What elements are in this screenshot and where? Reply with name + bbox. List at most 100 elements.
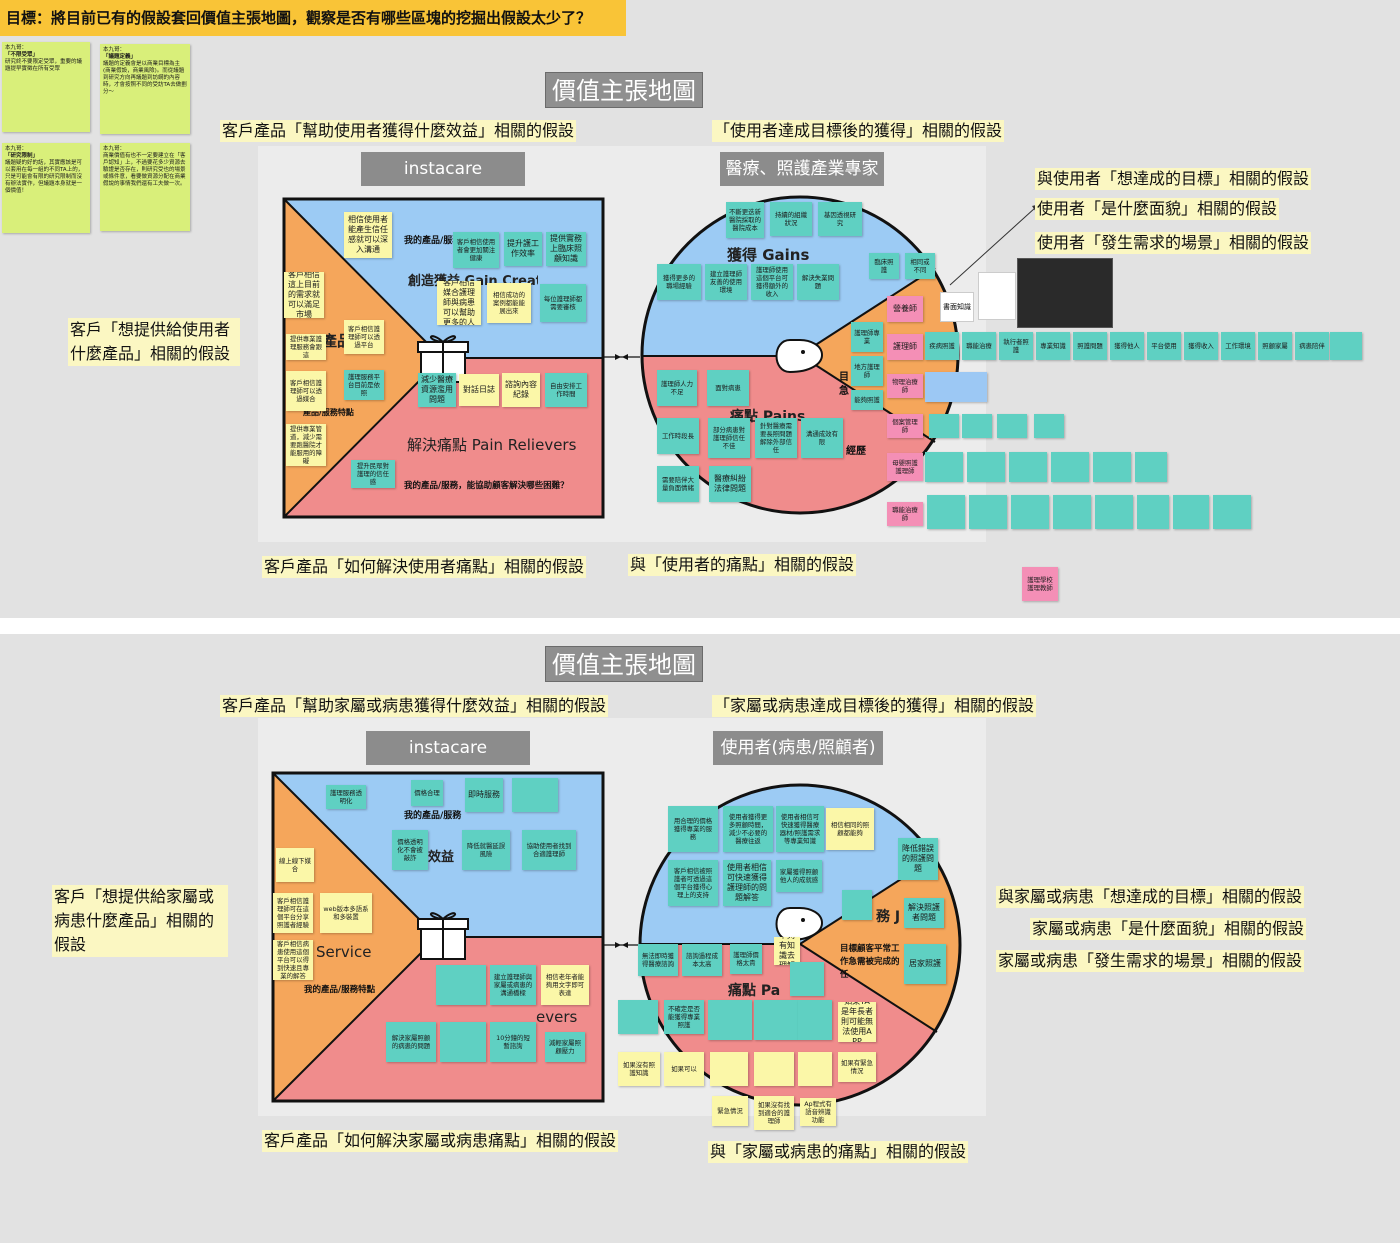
sticky-same-care[interactable]: 相信相同的照顧都能夠 bbox=[826, 808, 874, 850]
role-row-sticky[interactable] bbox=[929, 414, 959, 438]
sticky-professional-service[interactable]: 提供專業護理服務會跟這 bbox=[286, 334, 326, 360]
sticky-hospital-cost[interactable]: 不斷更迭新醫院採取的醫院成本 bbox=[726, 202, 764, 238]
role-row-sticky[interactable]: 病患陪伴 bbox=[1295, 332, 1329, 360]
sticky-home-care[interactable]: 居家照護 bbox=[904, 944, 946, 984]
sticky-sticky-sm[interactable] bbox=[512, 778, 558, 812]
role-row-sticky[interactable] bbox=[927, 495, 965, 529]
sticky-health-care[interactable]: 客戶相信使用者會更加關注健康 bbox=[453, 232, 499, 268]
note-issue-definition[interactable]: 本九哥：「議題定義」議題的定義會是以商業目標為主(商業假設，商業風險)。而從議題… bbox=[100, 44, 190, 134]
sticky-family-problem[interactable]: 解決家屬照顧的病患的問題 bbox=[386, 1022, 436, 1062]
sticky-ten-min[interactable]: 10分鐘的短暫諮詢 bbox=[490, 1022, 536, 1062]
sticky-share-experience[interactable]: 客戶相信護理師可在這個平台分享照護者經驗 bbox=[273, 893, 313, 933]
board1-screenshot-doc[interactable]: 書面知識 bbox=[940, 292, 974, 322]
role-row-sticky[interactable] bbox=[1135, 452, 1167, 482]
role-row-sticky[interactable] bbox=[969, 495, 1007, 529]
sticky-platform-basis[interactable]: 護理服務平台目前是依照 bbox=[344, 370, 384, 400]
sticky-emergency[interactable]: 如果有緊急情況 bbox=[838, 1052, 876, 1082]
role-row-sticky[interactable] bbox=[1053, 495, 1091, 529]
sticky-reduce-pressure[interactable]: 減輕家屬照顧壓力 bbox=[545, 1032, 585, 1062]
sticky-reduce-hospital[interactable]: 提供專業管道，減少需要跑醫院才能服用的障礙 bbox=[286, 424, 326, 466]
sticky-blank-d[interactable] bbox=[708, 1000, 752, 1040]
sticky-dialog-log[interactable]: 對話日誌 bbox=[459, 374, 499, 406]
role-row-sticky[interactable] bbox=[1173, 495, 1209, 529]
role-row-sticky[interactable]: 地方護理師 bbox=[851, 356, 883, 386]
sticky-instant-consult[interactable]: 無法即時獲得醫療諮詢 bbox=[638, 944, 678, 976]
sticky-quick-nurse-answer[interactable]: 使用者相信可快速獲得護理師的問題解答 bbox=[723, 860, 771, 906]
note-business-value[interactable]: 本九哥：商業價值有也不一定要建立在「客戶認知」上，不過要花多少資源去驗證是否存在… bbox=[100, 143, 190, 231]
sticky-extra-income[interactable]: 護理師使用這個平台可獲得額外的收入 bbox=[751, 264, 793, 300]
note-research-limit[interactable]: 本九哥：「研究限制」議題疑的好的話，其實應該是可以套用在每一組的不同TA上的，只… bbox=[2, 143, 90, 233]
sticky-blank-j[interactable] bbox=[798, 1052, 832, 1086]
note-no-audience[interactable]: 本九哥：「不限受眾」研究終不要限定受眾，重要的議題提早實徵在所有受眾 bbox=[2, 42, 90, 132]
board1-screenshot-thumb[interactable] bbox=[978, 272, 1016, 320]
sticky-more-time[interactable]: 使用者獲得更多照顧時間，減少不必要的醫療往返 bbox=[723, 806, 773, 852]
sticky-blank-h[interactable] bbox=[710, 1052, 748, 1086]
sticky-communication-bridge[interactable]: 建立護理師與家屬或病患的溝通橋樑 bbox=[490, 965, 536, 1005]
sticky-achievement[interactable]: 家屬獲得照顧他人的成就感 bbox=[776, 860, 822, 892]
sticky-online-offline[interactable]: 線上線下媒合 bbox=[276, 848, 314, 882]
sticky-negative-emotion[interactable]: 需要陪伴大量負面情緒 bbox=[657, 466, 699, 502]
role-nurse[interactable]: 護理師 bbox=[887, 334, 923, 360]
role-row-note[interactable] bbox=[925, 372, 987, 402]
role-row-sticky[interactable] bbox=[1051, 452, 1089, 482]
sticky-find-nurse[interactable]: 協助使用者找到合適護理師 bbox=[522, 830, 576, 870]
role-physiotherapist[interactable]: 物理治療師 bbox=[887, 374, 923, 398]
sticky-long-hours[interactable]: 工作時段長 bbox=[657, 418, 699, 454]
sticky-solve-caregiver[interactable]: 解決照護者問題 bbox=[904, 898, 944, 928]
sticky-reduce-abuse[interactable]: 減少醫療資源濫用問題 bbox=[418, 373, 456, 407]
sticky-instant-service[interactable]: 即時服務 bbox=[465, 778, 503, 812]
sticky-no-knowledge[interactable]: 如果沒有照護知識 bbox=[618, 1052, 660, 1086]
sticky-clinical-knowledge[interactable]: 提供實務上臨床照顧知識 bbox=[546, 232, 586, 266]
role-row-sticky[interactable] bbox=[1034, 414, 1064, 438]
sticky-equipment-knowledge[interactable]: 使用者相信可快速獲得醫療器材/照護需求等專業知識 bbox=[776, 806, 824, 852]
sticky-uncertain-care[interactable]: 不確定是否能獲得專業照護 bbox=[664, 1000, 704, 1034]
sticky-blank-c[interactable] bbox=[618, 1000, 658, 1034]
sticky-unemployment[interactable]: 解決失業問題 bbox=[797, 264, 839, 300]
sticky-face-patient[interactable]: 面對病患 bbox=[707, 370, 749, 406]
sticky-blank-e[interactable] bbox=[754, 1000, 798, 1040]
role-row-sticky[interactable] bbox=[925, 452, 963, 482]
role-row-sticky[interactable]: 相同或不同 bbox=[905, 253, 935, 279]
sticky-mental-support[interactable]: 客戶相信被照護者可透過這個平台獲得心理上的支持 bbox=[668, 860, 718, 906]
role-row-sticky[interactable] bbox=[997, 414, 1027, 438]
role-row-sticky[interactable] bbox=[1011, 495, 1049, 529]
sticky-blank-k[interactable] bbox=[842, 890, 872, 920]
role-row-sticky[interactable] bbox=[1095, 495, 1133, 529]
role-maternal-nurse[interactable]: 母嬰照護護理師 bbox=[887, 453, 923, 481]
sticky-communication[interactable]: 溝通成效有限 bbox=[801, 418, 843, 458]
role-row-sticky[interactable] bbox=[1009, 452, 1047, 482]
role-row-sticky[interactable]: 疾病照護 bbox=[925, 332, 959, 360]
sticky-blank-a[interactable] bbox=[436, 965, 486, 1005]
sticky-gene-research[interactable]: 基因透視研究 bbox=[818, 202, 862, 236]
tag-nursing-school[interactable]: 護理學校護理教師 bbox=[1022, 567, 1058, 601]
role-row-sticky[interactable]: 執行者照護 bbox=[999, 332, 1033, 360]
sticky-lack-knowledge[interactable]: 不夠有知識去理解 bbox=[774, 937, 800, 965]
role-row-sticky[interactable] bbox=[1137, 495, 1169, 529]
sticky-trust-deep[interactable]: 相信使用者能產生信任感就可以深入溝通 bbox=[344, 212, 392, 258]
role-row-sticky[interactable]: 護理師專業 bbox=[851, 322, 883, 352]
role-row-sticky[interactable]: 照顧家屬 bbox=[1258, 332, 1292, 360]
sticky-web-multilang[interactable]: web版本多語系和多裝置 bbox=[320, 893, 372, 933]
sticky-elderly-app[interactable]: 如果TA是年長者則可能無法使用APP bbox=[838, 1002, 876, 1042]
sticky-match-nurse[interactable]: 客戶相信媒合護理師與病患可以幫助更多的人 bbox=[437, 281, 481, 325]
sticky-long-term-care[interactable]: 針對醫療需要長照問題解除外部信任 bbox=[755, 418, 797, 458]
role-occupational[interactable]: 職能治療師 bbox=[887, 502, 923, 526]
sticky-transparent-service[interactable]: 護理服務透明化 bbox=[326, 785, 366, 809]
role-row-sticky[interactable]: 照護問題 bbox=[1073, 332, 1107, 360]
sticky-price-transparent[interactable]: 價格透明化不會被敲詐 bbox=[392, 830, 428, 870]
sticky-org-status[interactable]: 持續的組織狀況 bbox=[770, 202, 812, 236]
sticky-free-schedule[interactable]: 自由安排工作時間 bbox=[545, 373, 587, 407]
sticky-patient-distrust[interactable]: 部分病患對護理師信任不佳 bbox=[708, 418, 750, 458]
role-dietitian[interactable]: 營養師 bbox=[887, 296, 923, 322]
role-row-sticky[interactable]: 臨床照護 bbox=[869, 253, 899, 279]
sticky-nurse-review[interactable]: 每位護理師都需要審核 bbox=[540, 284, 586, 322]
role-row-sticky[interactable]: 工作環境 bbox=[1221, 332, 1255, 360]
role-row-sticky[interactable]: 專業知識 bbox=[1036, 332, 1070, 360]
sticky-elderly-text[interactable]: 相信老年者能夠用文字即可表達 bbox=[541, 965, 589, 1005]
sticky-blank-g[interactable] bbox=[790, 962, 824, 996]
sticky-consult-cost[interactable]: 諮詢過程成本太高 bbox=[682, 944, 722, 976]
sticky-platform-trust[interactable]: 客戶相信護理師可以透過平台 bbox=[344, 320, 384, 354]
sticky-if-can[interactable]: 如果可以 bbox=[664, 1052, 704, 1086]
sticky-blank-i[interactable] bbox=[754, 1052, 794, 1086]
role-row-sticky[interactable]: 平台使用 bbox=[1147, 332, 1181, 360]
